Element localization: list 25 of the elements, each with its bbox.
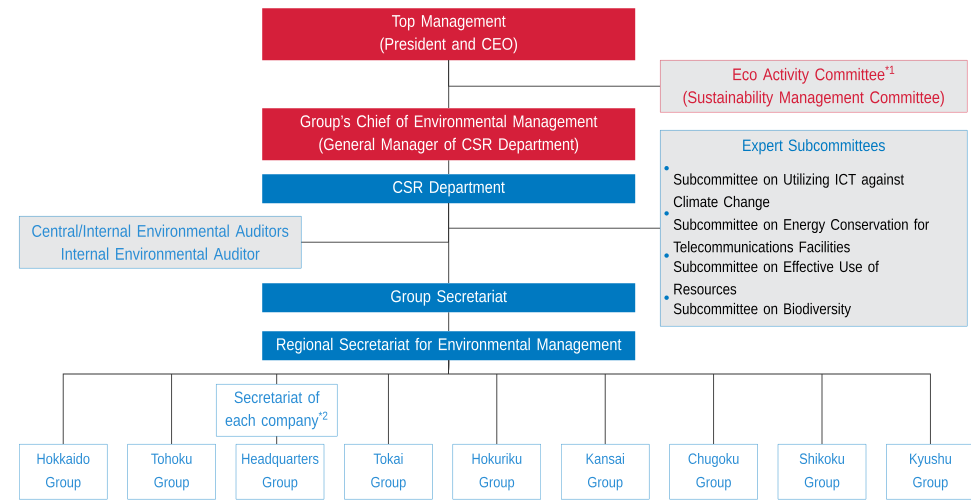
connector-line xyxy=(448,160,450,174)
subcommittee-box: Expert Subcommittees Subcommittee on Utilizing ICT against Climate Change Subcommittee on Energy Conservation for Telecommunications Facilities Subcommittee on Effective Use of Resources Subcommittee on Biodiversity xyxy=(660,130,968,326)
department-box: Regional Secretariat for Environmental Management xyxy=(262,331,636,360)
committee-box: Eco Activity Committee$^{*1}$ (Sustainability Management Committee) xyxy=(660,60,968,112)
group-box: Hokkaido Group xyxy=(19,444,108,500)
group-box: Kansai Group xyxy=(561,444,650,500)
group-box: Hokuriku Group xyxy=(452,444,541,500)
group-box: Chugoku Group xyxy=(669,444,758,500)
group-box: Tokai Group xyxy=(344,444,433,500)
management-box: Top Management (President and CEO) xyxy=(262,8,636,60)
connector-line xyxy=(448,60,660,87)
connector-line xyxy=(448,312,450,332)
group-box: Headquarters Group xyxy=(236,444,324,500)
connector-line xyxy=(276,436,278,444)
group-box: Kyushu Group xyxy=(886,444,971,500)
connector-line xyxy=(300,202,449,243)
group-box: Tohoku Group xyxy=(127,444,216,500)
connector-line xyxy=(448,360,931,444)
department-box: Group Secretariat xyxy=(262,283,636,312)
secretariat-box: Secretariat of each company$^{*2}$ xyxy=(216,384,338,436)
auditor-box: Central/Internal Environmental Auditors Internal Environmental Auditor xyxy=(19,216,302,268)
connector-line xyxy=(448,202,450,284)
management-box: Group’s Chief of Environmental Management (General Manager of CSR Department) xyxy=(262,108,636,160)
department-box: CSR Department xyxy=(262,174,636,204)
group-box: Shikoku Group xyxy=(778,444,866,500)
